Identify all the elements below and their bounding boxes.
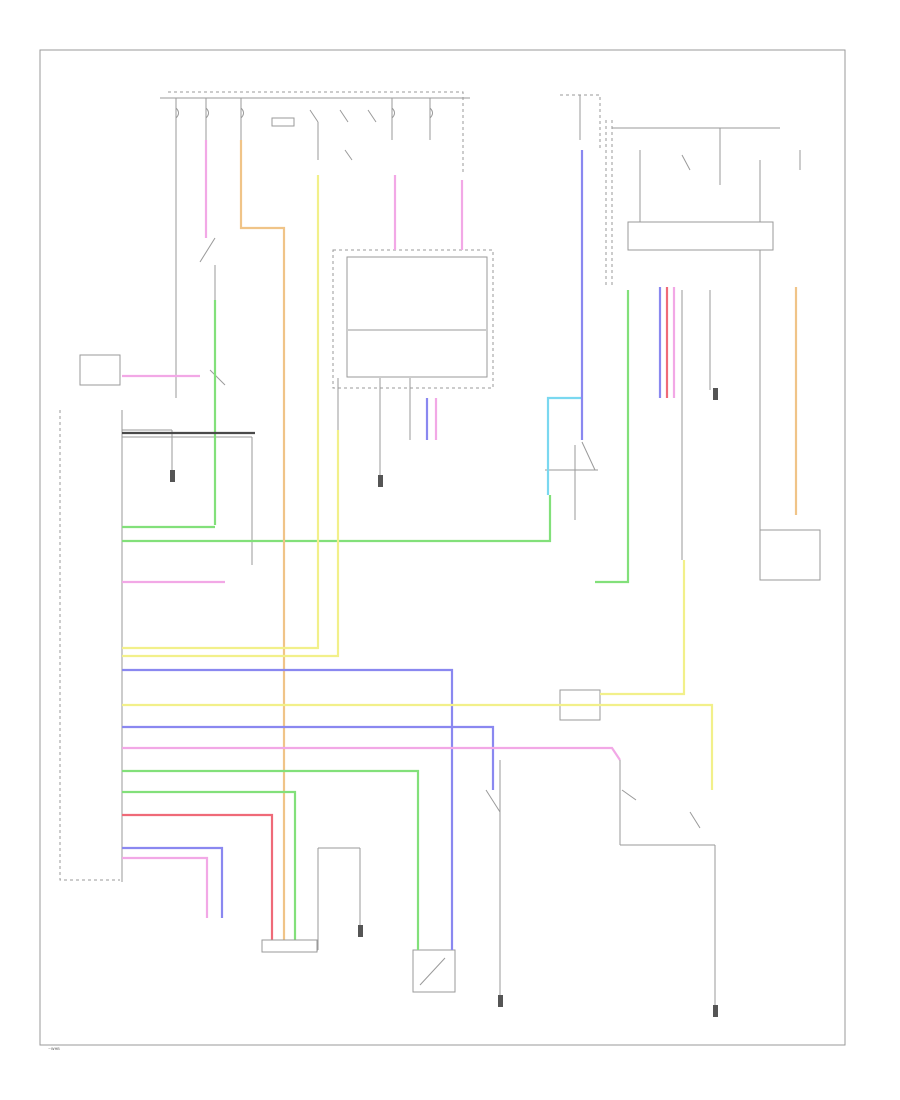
connector-lower-left — [261, 939, 318, 953]
colored-wires — [122, 140, 798, 950]
wire-yellow-4 — [600, 560, 686, 696]
fuse-box-top-center — [560, 94, 601, 150]
frame-code: ~WHB — [48, 1047, 60, 1051]
wire-blue-4 — [122, 846, 224, 918]
wire-yellow-2 — [122, 430, 340, 658]
wire-pink-6 — [122, 746, 621, 761]
wire-green-4 — [122, 769, 420, 950]
transmission-range-switch — [759, 529, 821, 581]
fuse-box-top-left — [160, 91, 470, 172]
grey-wires — [122, 140, 761, 1012]
wire-green-6 — [595, 290, 630, 584]
wire-blue-2 — [122, 668, 454, 950]
wire-blue-3 — [122, 725, 495, 790]
ground-symbols — [170, 388, 718, 1017]
diagram-frame — [39, 49, 846, 1046]
body-control-module-left — [59, 354, 123, 882]
wire-cyan-1 — [546, 396, 582, 495]
wire-pink-7 — [122, 856, 209, 918]
wire-green-3 — [122, 495, 552, 543]
wire-yellow-3 — [122, 703, 714, 770]
wire-red-1 — [122, 813, 274, 950]
control-unit-center — [332, 249, 494, 389]
shift-lock-solenoid — [412, 949, 456, 993]
wire-yellow-1 — [122, 175, 320, 650]
wire-green-5 — [122, 790, 297, 950]
wire-orange-1 — [239, 140, 286, 950]
relay-box-top-right — [605, 120, 801, 285]
